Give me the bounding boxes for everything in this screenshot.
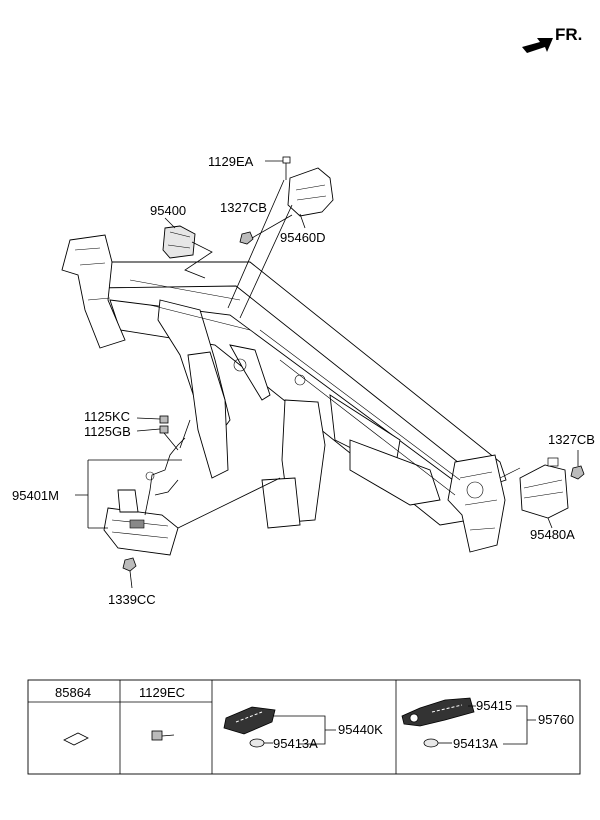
callout-1125GB: 1125GB: [84, 424, 131, 439]
pad-85864-icon: [63, 732, 89, 746]
part-95400: 95400: [150, 203, 213, 279]
bolts-1125KC-1125GB: 1125KC 1125GB: [84, 409, 179, 451]
cowl-cross-member: [61, 234, 521, 553]
callout-1327CB-top: 1327CB: [220, 200, 267, 215]
callout-95415: 95415: [476, 698, 512, 713]
bolt-1125GB-icon: [159, 425, 179, 451]
legend-col1-header: 85864: [55, 685, 91, 700]
nut-1339CC-icon: [122, 557, 137, 572]
callout-95460D: 95460D: [280, 230, 326, 245]
front-label: FR.: [555, 25, 582, 44]
front-arrow-icon: [522, 38, 553, 53]
screw-1129EC-icon: [151, 730, 175, 741]
remote-fob-95415-icon: [401, 697, 475, 727]
nut-1339CC: 1339CC: [108, 477, 281, 607]
callout-95413A-a: 95413A: [273, 736, 318, 751]
callout-95440K: 95440K: [338, 722, 383, 737]
callout-95401M: 95401M: [12, 488, 59, 503]
coin-battery-icon: [249, 738, 265, 748]
front-direction-indicator: FR.: [522, 25, 582, 53]
part-95460D: 1129EA 1327CB 95460D: [208, 154, 334, 319]
callout-95760: 95760: [538, 712, 574, 727]
nut-1327CB-icon: [239, 231, 254, 245]
callout-1339CC: 1339CC: [108, 592, 156, 607]
nut-1327CB-right-icon: [570, 465, 585, 480]
legend-col2-header: 1129EC: [139, 685, 185, 700]
bolt-1129EA-icon: [282, 156, 291, 180]
smart-key-95440K-icon: [223, 706, 276, 735]
callout-1125KC: 1125KC: [84, 409, 130, 424]
part-95480A: 1327CB 95480A: [519, 432, 595, 542]
part-95401M: 95401M: [12, 419, 191, 556]
legend-table: 85864 1129EC 95440K 95413A: [27, 679, 581, 775]
coin-battery-b-icon: [423, 738, 439, 748]
bolt-1125KC-icon: [159, 415, 169, 424]
callout-95480A: 95480A: [530, 527, 575, 542]
callout-95413A-b: 95413A: [453, 736, 498, 751]
callout-1327CB-right: 1327CB: [548, 432, 595, 447]
callout-1129EA: 1129EA: [208, 154, 254, 169]
callout-95400: 95400: [150, 203, 186, 218]
